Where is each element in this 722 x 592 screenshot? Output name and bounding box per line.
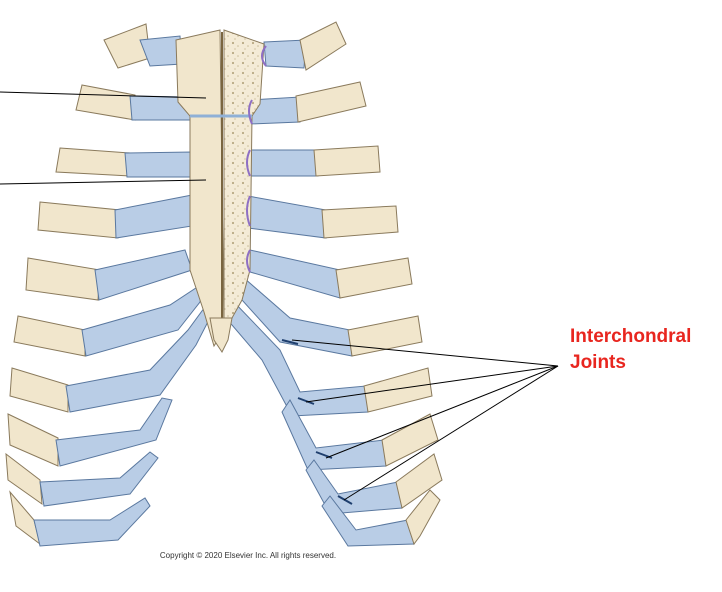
sternocostal-joint-3 xyxy=(246,149,251,177)
right-rib-3-cartilage xyxy=(247,149,319,177)
sternocostal-joint-1 xyxy=(261,45,267,67)
right-rib-5-bone xyxy=(335,257,413,299)
sternocostal-joint-5 xyxy=(246,249,251,273)
right-rib-1-cartilage xyxy=(263,39,307,69)
right-rib-5-cartilage xyxy=(249,249,341,299)
left-rib-10-cartilage xyxy=(33,497,151,547)
left-rib-9-bone xyxy=(5,452,43,506)
right-rib-6-bone xyxy=(347,315,423,357)
copyright-notice: Copyright © 2020 Elsevier Inc. All right… xyxy=(159,551,337,560)
manubrium-leader-line xyxy=(0,91,207,99)
left-rib-5-cartilage xyxy=(94,249,193,301)
left-rib-4-cartilage xyxy=(114,194,193,239)
interchondral-joint-1 xyxy=(281,339,299,345)
leader-line-joint-4 xyxy=(343,365,559,501)
left-rib-8-cartilage xyxy=(55,397,173,467)
interchondral-joints-label: Interchondral Joints xyxy=(570,326,692,373)
leader-line-joint-2 xyxy=(305,365,559,403)
right-rib-7-cartilage xyxy=(225,299,369,417)
right-rib-10-bone xyxy=(405,489,441,546)
leader-line-joint-3 xyxy=(325,365,559,459)
right-rib-2-bone xyxy=(295,81,367,123)
left-rib-6-bone xyxy=(13,315,86,357)
left-rib-8-bone xyxy=(7,413,59,467)
left-rib-6-cartilage xyxy=(81,280,206,357)
left-rib-5-bone xyxy=(25,257,101,301)
left-rib-3-bone xyxy=(55,147,131,177)
left-rib-4-bone xyxy=(37,201,121,239)
left-ribs xyxy=(5,23,215,547)
right-rib-9-bone xyxy=(395,453,443,509)
right-ribs xyxy=(225,21,443,547)
left-rib-3-cartilage xyxy=(124,151,193,178)
left-rib-7-bone xyxy=(9,367,69,413)
sternum xyxy=(175,29,267,353)
right-rib-3-bone xyxy=(313,145,381,177)
sternal-body-leader-line xyxy=(0,179,207,185)
left-leader-lines xyxy=(0,91,207,185)
right-rib-1-bone xyxy=(299,21,347,71)
interchondral-joint-2 xyxy=(297,397,315,405)
left-rib-2-bone xyxy=(75,84,136,121)
interchondral-joint-4 xyxy=(337,495,353,505)
sternocostal-joint-2 xyxy=(248,99,253,125)
xiphoid-process xyxy=(209,317,233,353)
interchondral-leader-lines xyxy=(291,339,559,501)
right-rib-4-cartilage xyxy=(247,195,327,239)
sternum-cut-section xyxy=(223,29,265,332)
right-rib-7-bone xyxy=(363,367,433,413)
right-rib-4-bone xyxy=(321,205,399,239)
sternocostal-joint-4 xyxy=(246,195,251,227)
left-rib-9-cartilage xyxy=(39,451,159,507)
leader-line-joint-1 xyxy=(291,339,559,367)
